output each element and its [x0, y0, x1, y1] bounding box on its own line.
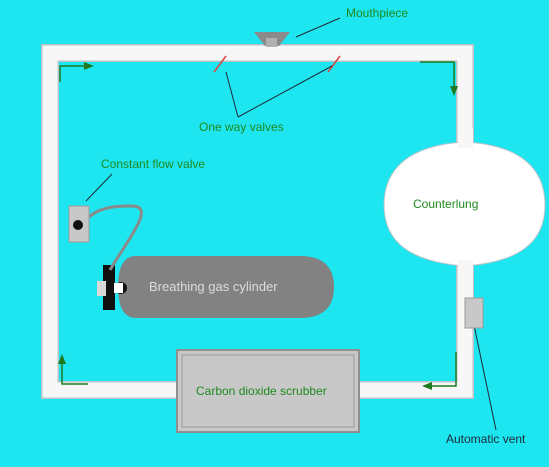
scrubber-box	[176, 349, 360, 433]
one-way-valve-right	[327, 55, 341, 73]
flow-arrow-left-up	[59, 62, 94, 82]
constant-flow-valve-label: Constant flow valve	[101, 157, 206, 171]
constant-flow-valve-icon	[68, 205, 90, 243]
counterlung-label: Counterlung	[413, 197, 479, 211]
one-way-valve-left	[213, 55, 227, 73]
counterlung-neck-bottom	[458, 260, 473, 300]
one-way-valves-label: One way valves	[199, 120, 284, 134]
valve-leader-right	[237, 65, 333, 118]
constant-flow-leader	[85, 173, 113, 202]
breathing-loop	[41, 44, 474, 399]
flow-arrow-top-right	[420, 61, 458, 96]
scrubber-inner-frame	[181, 354, 355, 428]
mouthpiece-leader	[295, 17, 341, 38]
mouthpiece-label: Mouthpiece	[346, 6, 409, 20]
gas-cylinder-body	[118, 256, 334, 318]
automatic-vent-label: Automatic vent	[446, 432, 526, 446]
mouthpiece-icon	[254, 32, 290, 47]
automatic-vent-leader	[473, 324, 497, 431]
breathing-gas-cylinder-label: Breathing gas cylinder	[149, 279, 278, 294]
automatic-vent-icon	[464, 297, 484, 329]
counterlung-neck-top	[458, 128, 473, 148]
valve-leader-left	[225, 71, 239, 118]
supply-hose	[86, 204, 143, 271]
cylinder-valve-icon	[97, 265, 127, 310]
flow-arrow-left-bottom	[58, 354, 88, 385]
flow-arrow-bottom-left	[422, 352, 457, 390]
carbon-dioxide-scrubber-label: Carbon dioxide scrubber	[196, 384, 327, 398]
